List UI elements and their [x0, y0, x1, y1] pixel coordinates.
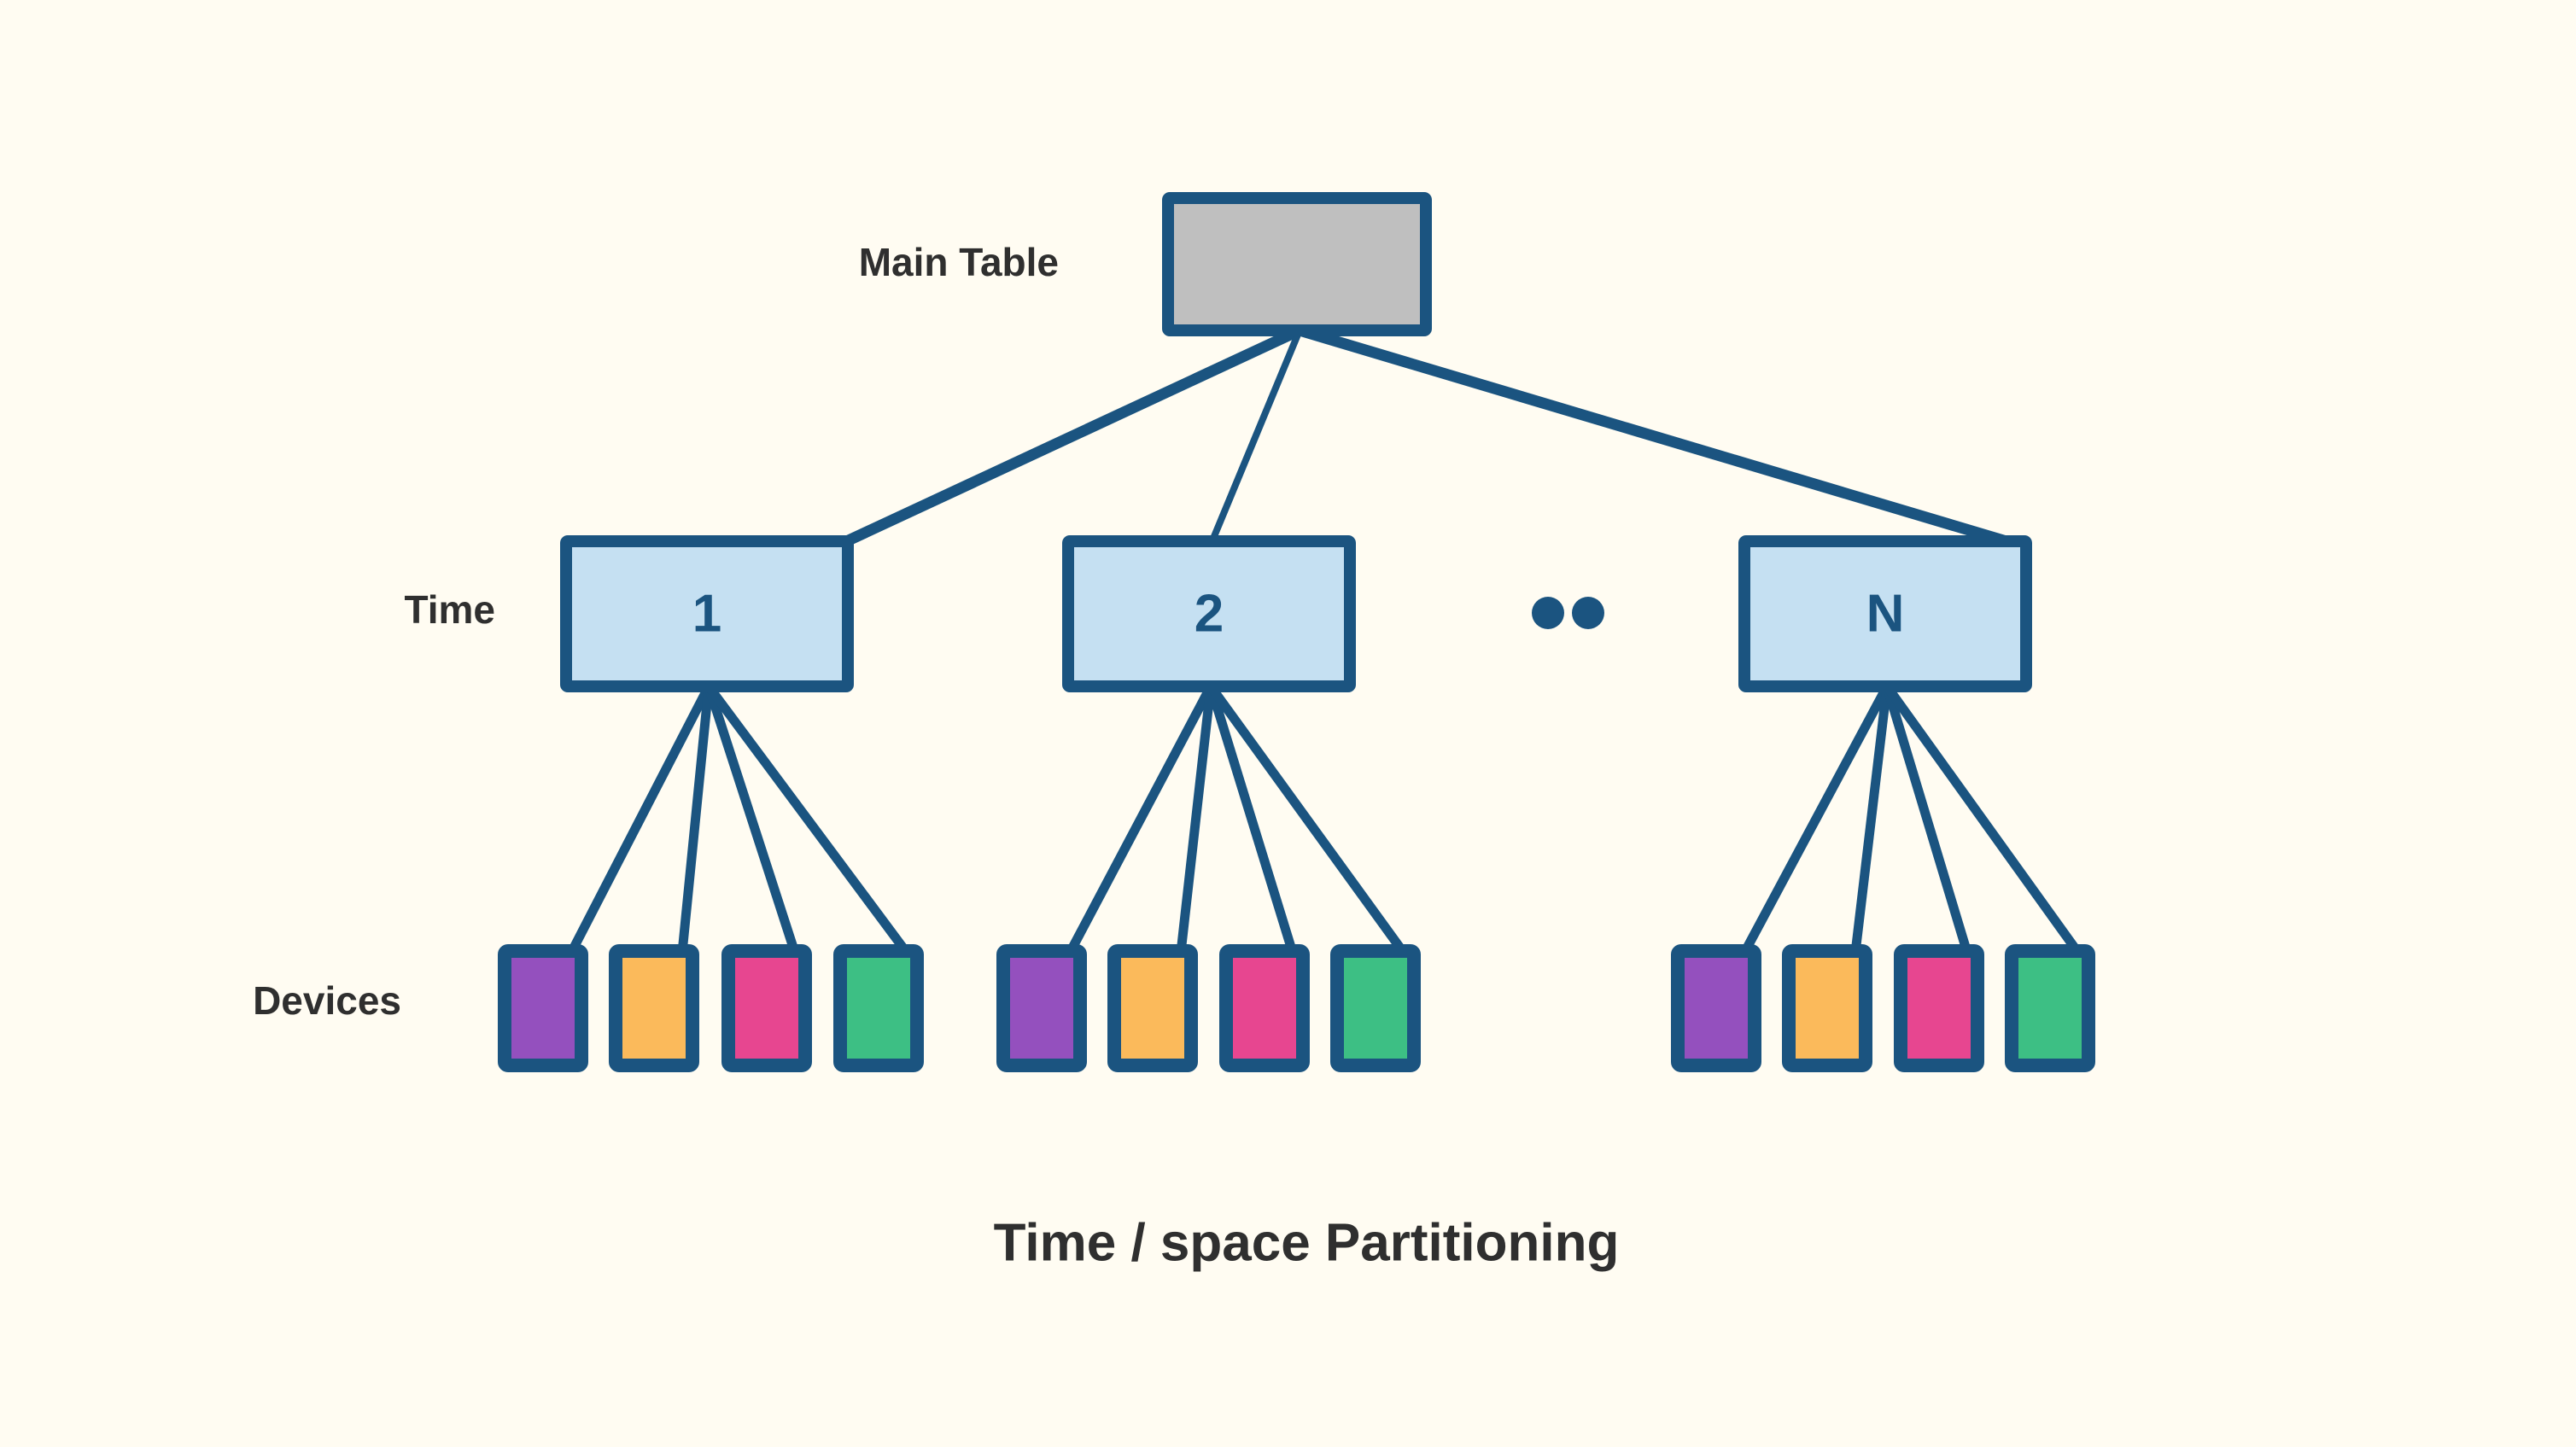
ellipsis-dot-1	[1532, 597, 1564, 629]
edge-partition-3-to-device-2	[1850, 686, 1892, 954]
edge-main-to-partition-1	[837, 325, 1302, 550]
time-row-label: Time	[404, 587, 495, 632]
diagram-caption: Time / space Partitioning	[994, 1213, 1620, 1272]
edge-main-to-partition-2	[1207, 329, 1303, 546]
device-node-2-1[interactable]	[996, 944, 1087, 1072]
edge-partition-2-to-device-4	[1206, 683, 1408, 956]
devices-row-label: Devices	[253, 978, 401, 1023]
main-table-node[interactable]	[1162, 192, 1432, 336]
device-node-2-2[interactable]	[1107, 944, 1198, 1072]
device-node-1-3[interactable]	[721, 944, 812, 1072]
partition-node-2[interactable]	[1062, 535, 1356, 692]
partition-node-1[interactable]	[560, 535, 854, 692]
partition-label-1: 1	[692, 584, 721, 643]
nodes-layer: 1 2 N	[498, 192, 2095, 1072]
device-node-3-4[interactable]	[2005, 944, 2095, 1072]
edge-partition-1-to-device-2	[677, 686, 714, 954]
partition-label-2: 2	[1195, 584, 1224, 643]
edge-partition-2-to-device-3	[1206, 685, 1298, 954]
edge-main-to-partition-3	[1298, 324, 2019, 551]
device-node-2-3[interactable]	[1219, 944, 1310, 1072]
partition-label-N: N	[1866, 584, 1905, 643]
main-table-row-label: Main Table	[859, 240, 1059, 284]
edge-partition-3-to-device-4	[1883, 683, 2082, 956]
device-node-3-1[interactable]	[1671, 944, 1761, 1072]
edge-partition-1-to-device-3	[704, 685, 800, 954]
device-node-3-3[interactable]	[1894, 944, 1984, 1072]
edge-partition-2-to-device-2	[1176, 686, 1216, 954]
partition-node-N[interactable]	[1738, 535, 2032, 692]
ellipsis-dot-2	[1572, 597, 1604, 629]
device-node-1-2[interactable]	[609, 944, 699, 1072]
device-node-1-1[interactable]	[498, 944, 588, 1072]
edge-partition-3-to-device-3	[1882, 685, 1972, 954]
edge-partition-2-to-device-1	[1066, 684, 1215, 955]
device-node-3-2[interactable]	[1782, 944, 1872, 1072]
edge-partition-3-to-device-1	[1740, 684, 1891, 955]
edge-partition-1-to-device-1	[567, 684, 713, 955]
edges-layer	[567, 324, 2082, 956]
device-node-1-4[interactable]	[833, 944, 924, 1072]
device-node-2-4[interactable]	[1330, 944, 1421, 1072]
edge-partition-1-to-device-4	[704, 683, 911, 956]
